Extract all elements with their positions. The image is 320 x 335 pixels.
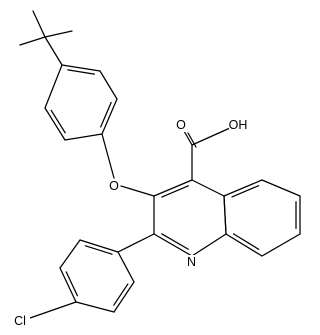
molecule-diagram: O OH O N Cl [10,10,301,328]
quinoline-ring-bond [153,233,193,257]
carbonyl-oxygen-mask [176,118,186,132]
aryl-bond [117,233,155,253]
atom-labels: O OH O N Cl [10,118,247,328]
phenoxy-ring-bond [99,70,118,100]
benzo-ring-bond [261,179,301,197]
tbutyl-methyl-bond [44,30,73,38]
benzo-ring-bond [223,195,227,235]
hydroxyl-bond [191,127,231,146]
phenoxy-ring-double-bond [100,101,112,128]
ether-oxygen-label: O [109,179,119,193]
carbonyl-double-bond [183,130,193,146]
chlorine-bond [29,301,77,319]
ether-bond [101,133,115,179]
chlorophenyl-ring-double-bond [65,271,79,297]
nitrogen-label: N [187,255,196,269]
phenoxy-ring-bond [44,64,63,109]
chlorophenyl-ring-bond [59,267,77,303]
phenoxy-ring-double-bond [67,69,96,75]
quinoline-ring-double-bond [161,233,189,250]
hydroxyl-mask [229,118,247,132]
hydroxyl-label: OH [229,118,248,132]
benzo-ring-bond [261,233,301,257]
chlorophenyl-ring-bond [59,239,81,269]
phenoxy-ring-bond [64,133,103,141]
chlorophenyl-ring-bond [117,251,135,283]
chlorophenyl-ring-double-bond [84,245,113,255]
chlorophenyl-ring-bond [79,239,119,253]
benzo-ring-bond [223,179,263,197]
phenoxy-ring-bond [101,98,118,135]
phenoxy-ring-double-bond [50,109,66,134]
phenoxy-ring-bond [44,107,66,141]
chlorophenyl-ring-bond [113,281,135,313]
molecule-drawing: O OH O N Cl [10,10,301,328]
ether-bond [120,185,155,197]
carbonyl-double-bond [187,132,197,148]
ether-oxygen-mask [109,179,119,193]
benzo-ring-bond [225,233,263,257]
tbutyl-methyl-bond [19,36,46,46]
benzo-ring-double-bond [231,185,260,198]
carbonyl-oxygen-label: O [176,118,186,132]
quinoline-ring-bond [153,179,193,197]
chlorine-mask [10,314,30,328]
quinoline-ring-double-bond [161,185,190,198]
benzo-ring-double-bond [232,233,260,250]
bond-lines [19,10,301,319]
chlorophenyl-ring-double-bond [113,283,129,306]
quinoline-ring-bond [191,179,225,197]
phenoxy-ring-bond [61,64,101,72]
chlorophenyl-ring-bond [75,301,115,313]
nitrogen-mask [186,255,197,269]
tbutyl-methyl-bond [32,10,46,38]
quinoline-ring-bond [191,233,227,257]
tbutyl-ring-bond [44,36,63,66]
chlorine-label: Cl [14,314,26,328]
